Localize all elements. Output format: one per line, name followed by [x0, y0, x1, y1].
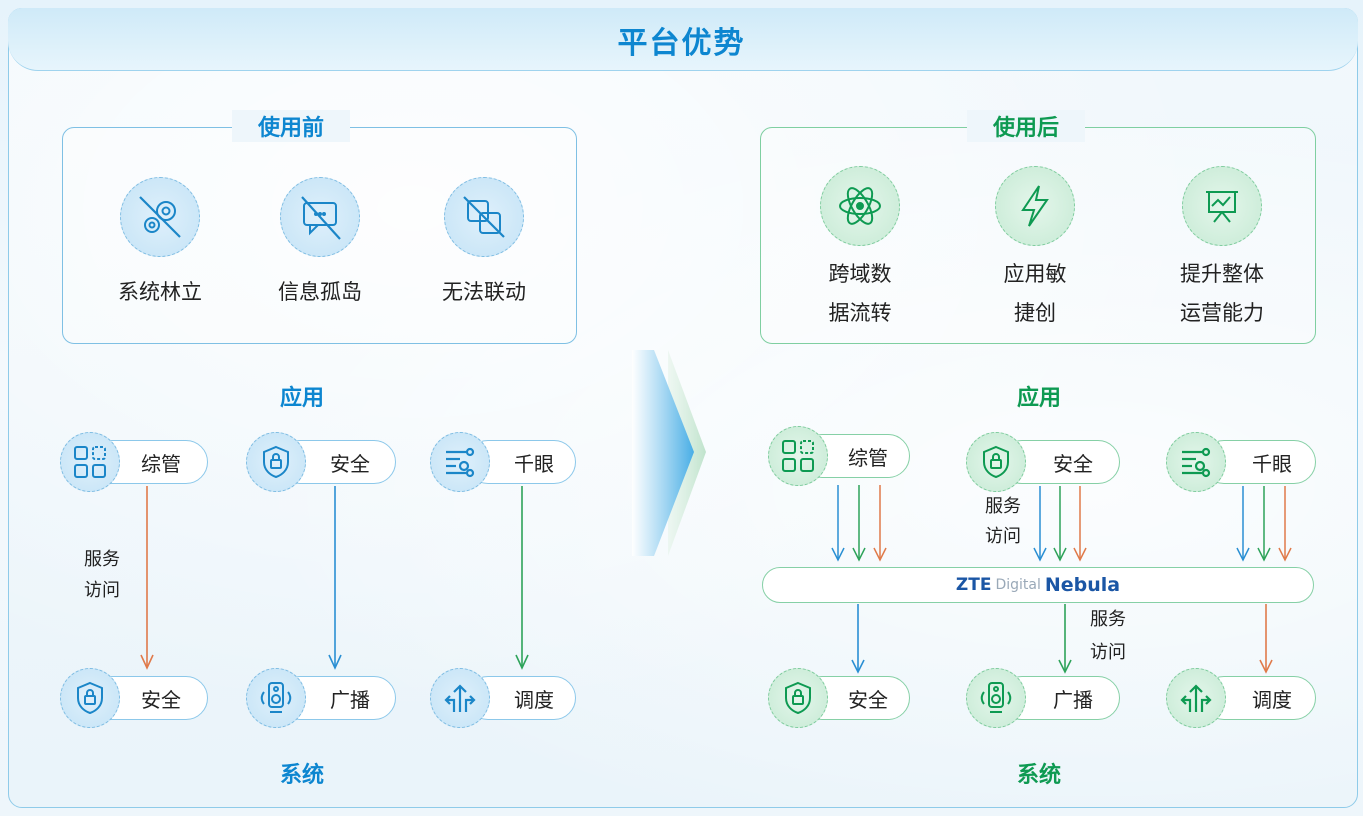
shield-lock-icon — [768, 668, 828, 728]
before-title: 使用前 — [232, 110, 351, 142]
app-name: 安全 — [1053, 451, 1093, 476]
arrow-zongguan-to-security — [140, 486, 154, 670]
chat-crossed-icon — [280, 177, 360, 257]
after-item-3-line2: 运营能力 — [1180, 301, 1264, 325]
arrow-platform-to-security — [851, 604, 865, 674]
before-item-2: 信息孤岛 — [278, 280, 362, 304]
app-label-before: 应用 — [279, 386, 324, 411]
atom-icon — [820, 166, 900, 246]
arrows-security-to-platform — [1033, 486, 1087, 562]
system-name: 调度 — [1252, 687, 1292, 712]
arrows-zongguan-to-platform — [831, 485, 887, 562]
system-name: 广播 — [1053, 687, 1093, 712]
speaker-icon — [966, 668, 1026, 728]
shield-lock-icon — [60, 668, 120, 728]
system-pill-dispatch-after[interactable]: 调度 — [1202, 676, 1316, 720]
system-label-after: 系统 — [1016, 763, 1061, 788]
before-item-3: 无法联动 — [442, 280, 526, 304]
system-name: 安全 — [141, 687, 181, 712]
system-name: 调度 — [514, 687, 554, 712]
dispatch-arrows-icon — [1166, 668, 1226, 728]
arrow-platform-to-dispatch — [1259, 604, 1273, 674]
network-nodes-icon — [1166, 432, 1226, 492]
service-note-line1-after-bottom: 服务 — [1090, 609, 1126, 630]
service-note-line2-after-top: 访问 — [985, 526, 1021, 547]
grid-icon — [60, 432, 120, 492]
after-item-2-line2: 捷创 — [1014, 301, 1056, 325]
after-item-1-line1: 跨域数 — [828, 262, 892, 286]
after-item-1-line2: 据流转 — [828, 301, 892, 325]
arrow-security-to-broadcast — [328, 486, 342, 670]
before-item-1: 系统林立 — [118, 280, 202, 304]
gears-crossed-icon — [120, 177, 200, 257]
app-name: 千眼 — [1252, 451, 1292, 476]
service-note-line2-after-bottom: 访问 — [1090, 642, 1126, 663]
service-note-line1-before: 服务 — [84, 549, 120, 570]
after-item-3-line1: 提升整体 — [1180, 262, 1264, 286]
arrow-platform-to-broadcast — [1058, 604, 1072, 674]
speaker-icon — [246, 668, 306, 728]
service-note-line2-before: 访问 — [84, 580, 120, 601]
after-item-2-line1: 应用敏 — [1003, 262, 1067, 286]
arrow-qianyan-to-dispatch — [515, 486, 529, 670]
link-crossed-icon — [444, 177, 524, 257]
presentation-chart-icon — [1182, 166, 1262, 246]
app-name: 安全 — [330, 451, 370, 476]
title-bar — [8, 8, 1358, 71]
app-name: 综管 — [848, 445, 888, 470]
service-note-line1-after-top: 服务 — [985, 496, 1021, 517]
system-pill-broadcast-before[interactable]: 广播 — [278, 676, 396, 720]
lightning-icon — [995, 166, 1075, 246]
system-label-before: 系统 — [279, 763, 324, 788]
system-name: 安全 — [848, 687, 888, 712]
system-name: 广播 — [330, 687, 370, 712]
arrows-qianyan-to-platform — [1236, 486, 1292, 562]
platform-brand: ZTE — [955, 575, 992, 595]
page-title: 平台优势 — [617, 26, 746, 61]
network-nodes-icon — [430, 432, 490, 492]
platform-nebula: Nebula — [1044, 574, 1121, 596]
grid-icon — [768, 426, 828, 486]
dispatch-arrows-icon — [430, 668, 490, 728]
shield-lock-icon — [966, 432, 1026, 492]
shield-lock-icon — [246, 432, 306, 492]
platform-digital: Digital — [995, 577, 1041, 593]
app-name: 千眼 — [514, 451, 554, 476]
zte-digital-nebula-platform: ZTE Digital Nebula — [762, 567, 1314, 603]
after-title: 使用后 — [967, 110, 1086, 142]
app-name: 综管 — [141, 451, 181, 476]
app-label-after: 应用 — [1016, 386, 1061, 411]
